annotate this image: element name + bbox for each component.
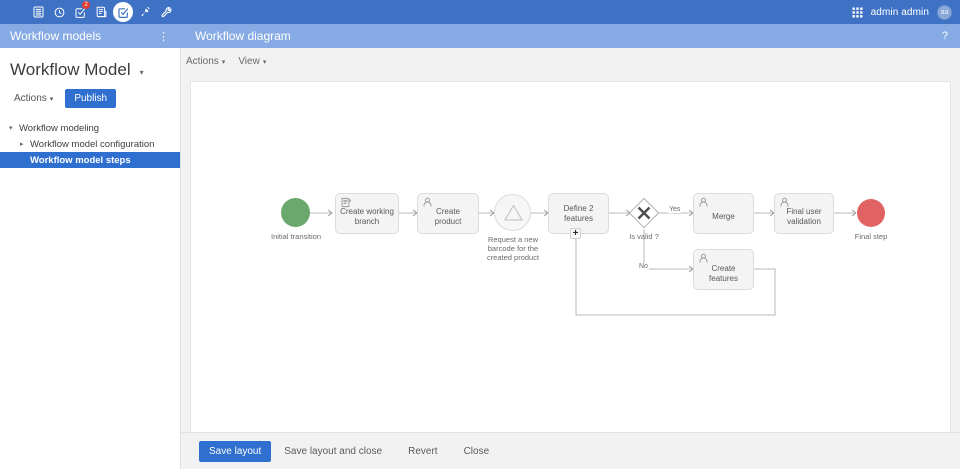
workflow-diagram: Initial transition Create working branch	[191, 82, 950, 433]
edge-label-yes: Yes	[668, 206, 682, 213]
chevron-down-icon[interactable]: ▾	[9, 125, 13, 132]
diagram-actions-dropdown[interactable]: Actions ▾	[186, 56, 225, 67]
node-label: Define 2 features	[563, 203, 594, 223]
diagram-view-label: View	[238, 56, 260, 67]
chevron-down-icon: ▾	[221, 58, 226, 66]
task-badge-count: 2	[82, 1, 90, 9]
app-bar-right-group: admin admin aa	[852, 4, 952, 20]
revert-button[interactable]: Revert	[395, 441, 450, 462]
main-content: Actions ▾ View ▾	[181, 48, 960, 469]
app-bar-icon-group: 2	[28, 0, 176, 24]
plug-icon[interactable]	[134, 0, 155, 24]
node-define-2-features-expand-badge[interactable]: +	[570, 228, 581, 239]
top-app-bar: 2	[0, 0, 960, 24]
tree-item-workflow-model-steps[interactable]: Workflow model steps	[0, 152, 180, 168]
node-request-barcode-label: Request a new barcode for the created pr…	[486, 235, 540, 262]
diagram-view-dropdown[interactable]: View ▾	[238, 56, 266, 67]
help-icon[interactable]: ?	[941, 30, 948, 42]
page-title-text: Workflow Model	[10, 60, 131, 79]
diagram-canvas[interactable]: Initial transition Create working branch	[190, 81, 951, 434]
node-final-step[interactable]	[857, 199, 885, 227]
secondary-header: Workflow models ⋮ Workflow diagram ?	[0, 24, 960, 48]
diagram-actions-label: Actions	[186, 56, 219, 67]
workflow-diagram-header: Workflow diagram ?	[181, 24, 960, 48]
node-create-working-branch[interactable]: Create working branch	[335, 193, 399, 234]
save-layout-and-close-button[interactable]: Save layout and close	[271, 441, 395, 462]
node-initial-transition[interactable]	[281, 198, 310, 227]
node-is-valid-label: Is valid ?	[629, 232, 659, 241]
node-final-step-label: Final step	[854, 232, 888, 241]
node-create-features[interactable]: Create features	[693, 249, 754, 290]
bottom-action-bar: Save layout Save layout and close Revert…	[181, 432, 960, 469]
node-is-valid-gateway[interactable]	[628, 197, 660, 229]
database-icon[interactable]	[28, 0, 49, 24]
edge-label-no: No	[638, 263, 649, 270]
tree-item-label: Workflow model configuration	[30, 138, 155, 150]
workflow-tree: ▾ Workflow modeling ▸ Workflow model con…	[0, 120, 180, 168]
node-label: Create product	[434, 207, 462, 226]
tree-item-label: Workflow modeling	[19, 122, 100, 134]
wrench-icon[interactable]	[155, 0, 176, 24]
node-label: Merge	[712, 212, 735, 221]
tree-item-workflow-modeling[interactable]: ▾ Workflow modeling	[0, 120, 180, 136]
actions-chevron-down-icon: ▾	[49, 95, 54, 103]
left-panel-actions-row: Actions ▾ Publish	[0, 80, 180, 108]
triangle-icon	[504, 204, 523, 221]
publish-button[interactable]: Publish	[65, 89, 117, 108]
page-title-chevron-down-icon[interactable]: ▾	[139, 68, 144, 77]
clock-icon[interactable]	[49, 0, 70, 24]
node-merge[interactable]: Merge	[693, 193, 754, 234]
diagram-connectors	[310, 209, 857, 316]
chevron-right-icon[interactable]: ▸	[20, 141, 24, 148]
user-name-label[interactable]: admin admin	[870, 6, 929, 18]
workflow-models-title: Workflow models	[10, 29, 102, 43]
tree-item-label: Workflow model steps	[30, 154, 131, 166]
node-create-product[interactable]: Create product	[417, 193, 479, 234]
close-button[interactable]: Close	[451, 441, 503, 462]
node-label: Create working branch	[340, 207, 394, 226]
node-final-user-validation[interactable]: Final user validation	[774, 193, 834, 234]
document-list-icon[interactable]	[91, 0, 112, 24]
task-checkbox-icon[interactable]: 2	[70, 0, 91, 24]
workflow-diagram-title: Workflow diagram	[195, 29, 291, 43]
apps-grid-icon[interactable]	[852, 7, 863, 18]
workflow-models-header: Workflow models ⋮	[0, 24, 181, 48]
left-panel: Workflow Model ▾ Actions ▾ Publish ▾ Wor…	[0, 48, 181, 469]
node-request-barcode[interactable]	[494, 194, 531, 231]
diagram-toolbar: Actions ▾ View ▾	[181, 48, 960, 75]
avatar[interactable]: aa	[937, 4, 952, 20]
node-label: Final user validation	[786, 207, 822, 226]
tree-item-workflow-model-configuration[interactable]: ▸ Workflow model configuration	[0, 136, 180, 152]
save-layout-button[interactable]: Save layout	[199, 440, 272, 462]
actions-dropdown[interactable]: Actions ▾	[14, 93, 53, 104]
actions-label: Actions	[14, 93, 47, 104]
page-title: Workflow Model ▾	[0, 48, 180, 80]
chevron-down-icon: ▾	[262, 58, 267, 66]
kebab-menu-icon[interactable]: ⋮	[158, 30, 169, 43]
node-label: Create features	[709, 263, 738, 283]
node-initial-transition-label: Initial transition	[270, 232, 322, 241]
workflow-checkbox-icon[interactable]	[113, 2, 133, 22]
